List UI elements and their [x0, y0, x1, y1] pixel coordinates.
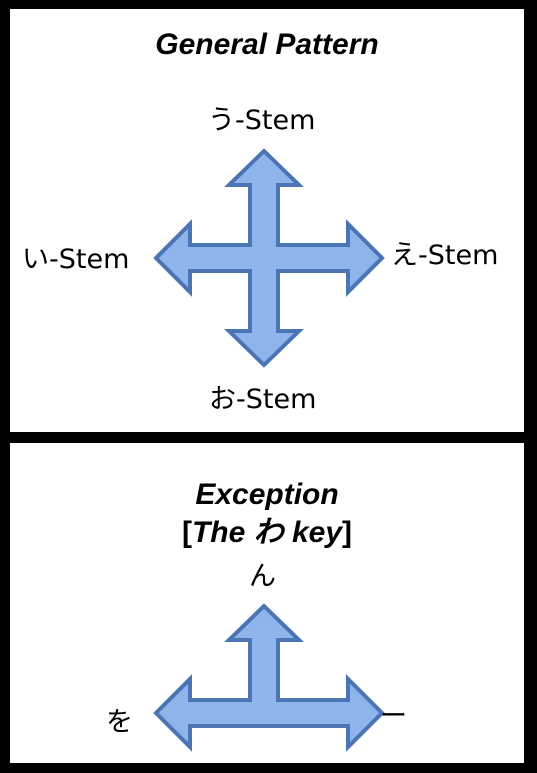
- four-way-arrow-shape: [153, 148, 385, 368]
- three-way-arrow-shape: [153, 603, 385, 752]
- e-stem-label: え-Stem: [391, 240, 499, 271]
- exception-title: Exception: [195, 478, 339, 511]
- long-vowel-label: ー: [380, 701, 407, 732]
- subtitle-open-bracket: [: [181, 516, 192, 549]
- exception-panel: Exception [The わ key] ん を ー: [10, 443, 524, 763]
- o-stem-label: お-Stem: [209, 384, 317, 415]
- subtitle-text: The わ key: [191, 516, 343, 549]
- i-stem-label: い-Stem: [22, 244, 130, 275]
- exception-subtitle: [The わ key]: [10, 518, 524, 548]
- general-pattern-panel: General Pattern う-Stem い-Stem え-Stem お-S…: [10, 9, 524, 432]
- wo-label: を: [106, 707, 133, 738]
- general-pattern-title: General Pattern: [155, 28, 379, 61]
- u-stem-label: う-Stem: [208, 105, 316, 136]
- three-way-arrow-icon: [153, 603, 385, 752]
- four-way-arrow-icon: [153, 148, 385, 368]
- subtitle-close-bracket: ]: [342, 516, 353, 549]
- n-label: ん: [249, 561, 276, 592]
